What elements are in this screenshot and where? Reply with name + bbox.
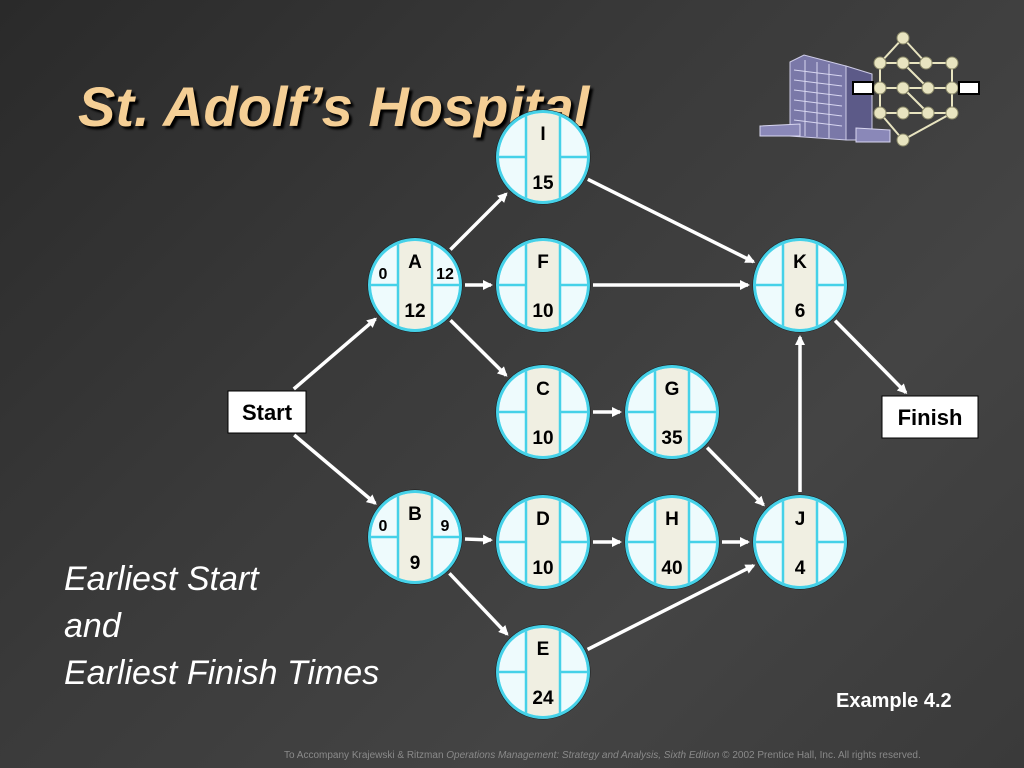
edge-g-j [705,446,765,507]
edge-start-a [292,317,378,391]
activity-duration: 10 [532,301,553,322]
slide-title: St. Adolf’s Hospital [78,75,590,138]
footer-book-title: Operations Management: Strategy and Anal… [446,750,720,761]
start-node: Start [227,390,307,434]
activity-id: K [793,252,807,273]
activity-node-e: E 24 [495,624,591,720]
activity-duration: 12 [404,301,425,322]
legend-line-2: and [64,607,121,645]
activity-id: D [536,509,550,530]
activity-node-b: B 9 0 9 [367,489,463,585]
activity-node-i: I 15 [495,109,591,205]
activity-id: H [665,509,679,530]
activity-id: F [537,252,549,273]
activity-node-k: K6 [752,237,848,333]
activity-node-d: D 10 [495,494,591,590]
activity-duration: 6 [795,301,806,322]
footer-copyright: To Accompany Krajewski & Ritzman Operati… [284,750,921,761]
earliest-start: 0 [379,266,388,283]
activity-duration: 9 [410,553,421,574]
edge-b-d [464,534,493,545]
example-label: Example 4.2 [836,690,952,712]
finish-label: Finish [898,405,963,430]
activity-id: I [540,124,545,145]
activity-duration: 35 [661,428,683,449]
edge-b-e [448,572,509,636]
activity-duration: 10 [532,558,553,579]
finish-node: Finish [881,395,979,439]
legend-text: Earliest Start and Earliest Finish Times [64,556,379,697]
legend-line-3: Earliest Finish Times [64,654,380,692]
edge-a-c [449,318,508,377]
activity-duration: 24 [532,688,554,709]
edge-k-finish [833,319,908,395]
legend-line-1: Earliest Start [64,560,259,598]
footer-prefix: To Accompany Krajewski & Ritzman [284,750,447,761]
earliest-finish: 12 [436,266,454,283]
activity-id: A [408,252,422,273]
activity-duration: 4 [795,558,806,579]
activity-node-j: J4 [752,494,848,590]
footer-suffix: © 2002 Prentice Hall, Inc. All rights re… [719,750,921,761]
edges [292,177,908,651]
edge-i-k [587,177,756,264]
activity-duration: 10 [532,428,553,449]
activity-node-g: G 35 [624,364,720,460]
activity-duration: 15 [532,173,554,194]
edge-start-b [293,433,377,505]
activity-node-h: H 40 [624,494,720,590]
hospital-logo-icon [759,31,980,147]
edge-a-i [449,192,508,251]
earliest-start: 0 [379,518,388,535]
activity-id: C [536,379,550,400]
edge-e-j [586,563,756,651]
activity-node-f: F 10 [495,237,591,333]
activity-node-c: C 10 [495,364,591,460]
activity-node-a: A 12 0 12 [367,237,463,333]
earliest-finish: 9 [441,518,450,535]
activity-id: E [537,639,550,660]
activity-id: G [665,379,680,400]
activity-id: B [408,504,422,525]
activity-duration: 40 [661,558,682,579]
activity-id: J [795,509,806,530]
start-label: Start [242,400,293,425]
